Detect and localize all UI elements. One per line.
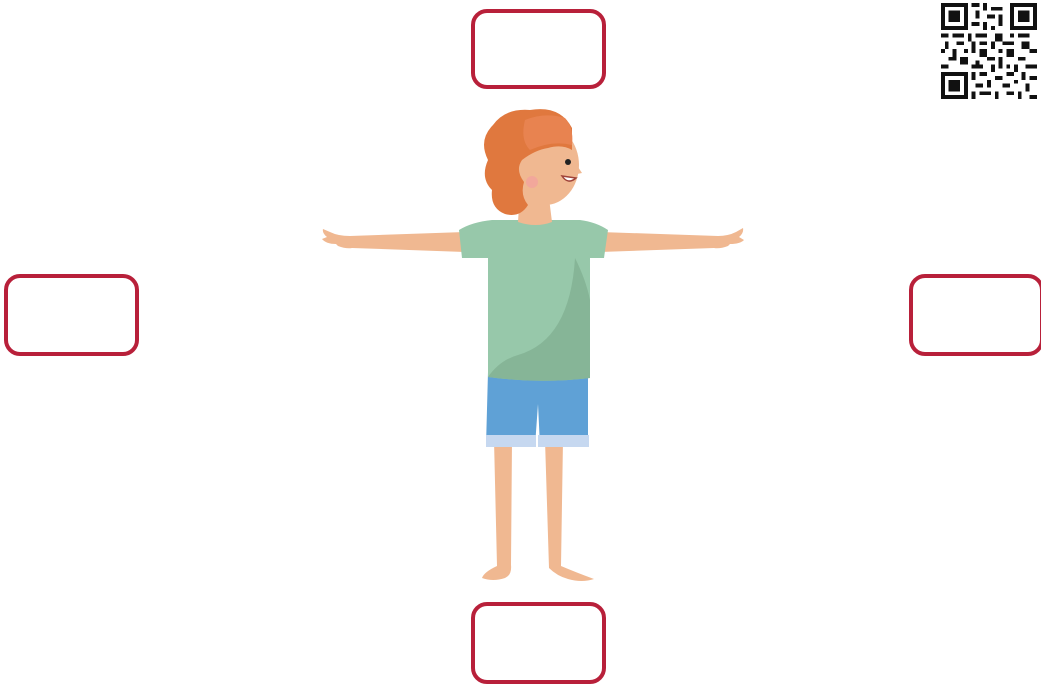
- label-box-left[interactable]: [4, 274, 139, 356]
- left-arm: [322, 229, 465, 252]
- child-illustration: [315, 100, 755, 590]
- qr-code-icon: [941, 3, 1037, 99]
- shirt: [459, 220, 608, 381]
- legs: [482, 440, 594, 581]
- shorts: [486, 372, 589, 447]
- label-box-bottom[interactable]: [471, 602, 606, 684]
- label-box-right[interactable]: [909, 274, 1041, 356]
- label-box-top[interactable]: [471, 9, 606, 89]
- right-arm: [600, 228, 744, 252]
